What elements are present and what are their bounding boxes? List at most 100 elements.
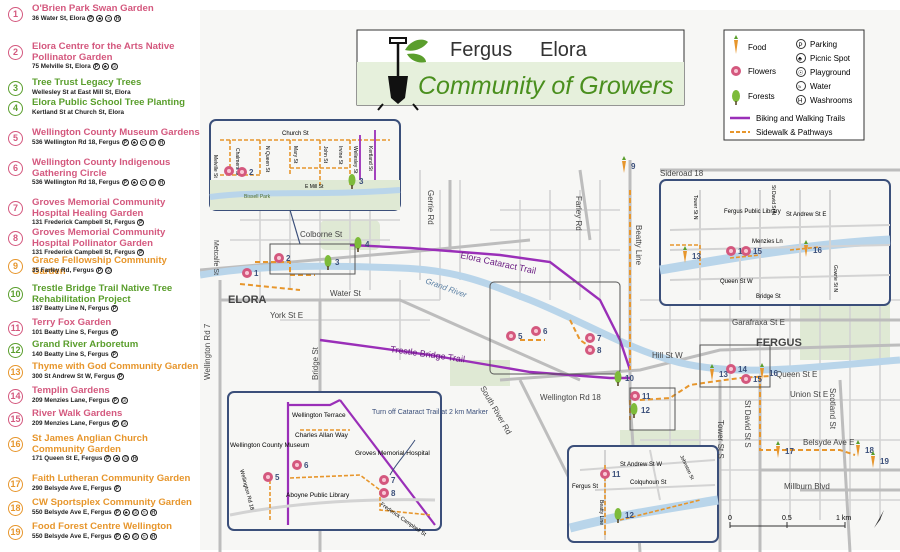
garden-number-badge: 4: [8, 101, 23, 116]
water-icon: ≈: [798, 85, 802, 91]
inset-queen: Queen St W: [720, 279, 753, 285]
road-scotland: Scotland St: [828, 388, 837, 430]
sidewalks: [239, 190, 856, 456]
legend-playground: Playground: [810, 68, 850, 77]
inset-museum-label: Wellington County Museum: [230, 442, 309, 449]
shovel-icon: [377, 37, 428, 111]
garden-address: 550 Belsyde Ave E, Fergus: [32, 533, 112, 540]
amenity-icon: ♣: [122, 533, 130, 540]
legend-picnic: Picnic Spot: [810, 54, 851, 63]
title-fergus: Fergus: [450, 39, 512, 61]
amenity-icon: P: [110, 329, 118, 336]
garden-number-badge: 17: [8, 477, 23, 492]
inset-stdavid: St David St N: [770, 185, 776, 215]
amenity-icon: P: [111, 397, 119, 404]
garden-name: Groves Memorial Community Hospital Polli…: [32, 227, 166, 249]
garden-address: 187 Beatty Line N, Fergus: [32, 305, 109, 312]
garden-name: Wellington County Indigenous Gathering C…: [32, 157, 171, 179]
garden-address: 550 Belsyde Ave E, Fergus: [32, 509, 112, 516]
garden-name: Templin Gardens: [32, 385, 110, 396]
legend-forests: Forests: [748, 92, 775, 101]
north-arrow-icon: [874, 510, 884, 528]
inset-john: John St: [322, 146, 328, 164]
legend-parking: Parking: [810, 40, 837, 49]
inset-emill: E Mill St: [305, 184, 324, 190]
flower-marker: 11: [600, 469, 621, 479]
amenity-icon: P: [95, 267, 103, 274]
legend: Food Flowers Forests P Parking ♣ Picnic …: [723, 29, 865, 141]
scale-bar: 0 0.5 1 km: [728, 510, 884, 528]
amenity-icon: H: [131, 455, 139, 462]
amenity-icon: ♣: [130, 139, 138, 146]
road-water: Water St: [330, 289, 362, 298]
road-wellington18: Wellington Rd 18: [540, 393, 601, 402]
garden-number-badge: 19: [8, 525, 23, 540]
flower-marker: 1: [242, 268, 259, 278]
inset-elora: Church St Melville St Chalmers St N Quee…: [209, 119, 401, 211]
marker-number: 10: [625, 374, 634, 383]
garden-address: 171 Queen St E, Fergus: [32, 455, 103, 462]
carrot-marker: 17: [776, 441, 794, 458]
inset-mary: Mary St: [292, 146, 298, 164]
marker-number: 12: [641, 406, 650, 415]
garden-number-badge: 13: [8, 365, 23, 380]
legend-food: Food: [748, 43, 766, 52]
marker-number: 16: [813, 246, 822, 255]
legend-flowers: Flowers: [748, 67, 776, 76]
amenity-icon: ☉: [148, 179, 156, 186]
inset-hospital: Groves Memorial Hospital: [355, 450, 430, 457]
marker-number: 9: [631, 162, 636, 171]
garden-name: Food Forest Centre Wellington: [32, 521, 172, 532]
inset-tower: Tower St N: [692, 195, 698, 220]
amenity-icon: ☉: [120, 420, 128, 427]
garden-address-row: Wellesley St at East Mill St, Elora: [32, 89, 131, 96]
flower-marker: 6: [292, 460, 309, 470]
garden-name: St James Anglian Church Community Garden: [32, 433, 148, 455]
amenity-icon: ≈: [140, 509, 148, 516]
tree-marker: 4: [354, 237, 370, 252]
title-box: Fergus Elora Community of Growers: [356, 29, 685, 111]
flower-marker: 15: [741, 246, 762, 256]
road-hill: Hill St W: [652, 351, 683, 360]
marker-number: 2: [286, 254, 291, 263]
title-elora: Elora: [540, 39, 588, 61]
marker-number: 7: [391, 476, 396, 485]
garden-name: Tree Trust Legacy Trees: [32, 77, 142, 88]
inset-melville: Melville St: [212, 155, 218, 178]
garden-address: 536 Wellington Rd 18, Fergus: [32, 179, 120, 186]
garden-address: 300 St Andrew St W, Fergus: [32, 373, 116, 380]
playground-icon: ☉: [798, 70, 803, 77]
road-farley: Farley Rd: [574, 196, 583, 231]
inset-elora-area: [269, 243, 356, 275]
tree-marker: 12: [630, 403, 650, 418]
garden-address: 75 Melville St, Elora: [32, 63, 91, 70]
garden-number-badge: 9: [8, 259, 23, 274]
inset-gowrie: Gowrie St N: [832, 265, 838, 292]
garden-name: O'Brien Park Swan Garden: [32, 3, 154, 14]
scale-zero: 0: [728, 515, 732, 522]
garden-number-badge: 10: [8, 287, 23, 302]
carrot-icon: [734, 35, 738, 54]
marker-number: 16: [769, 369, 778, 378]
garden-name: Groves Memorial Community Hospital Heali…: [32, 197, 166, 219]
marker-number: 1: [254, 269, 259, 278]
inset-irvine: Irvine St: [337, 146, 343, 165]
garden-address: Kertland St at Church St, Elora: [32, 109, 125, 116]
inset-nqueen: N Queen St: [264, 146, 270, 173]
road-union: Union St E: [790, 390, 828, 399]
amenity-icon: H: [149, 509, 157, 516]
marker-number: 8: [597, 346, 602, 355]
scale-one: 1 km: [836, 515, 851, 522]
legend-water: Water: [810, 82, 831, 91]
